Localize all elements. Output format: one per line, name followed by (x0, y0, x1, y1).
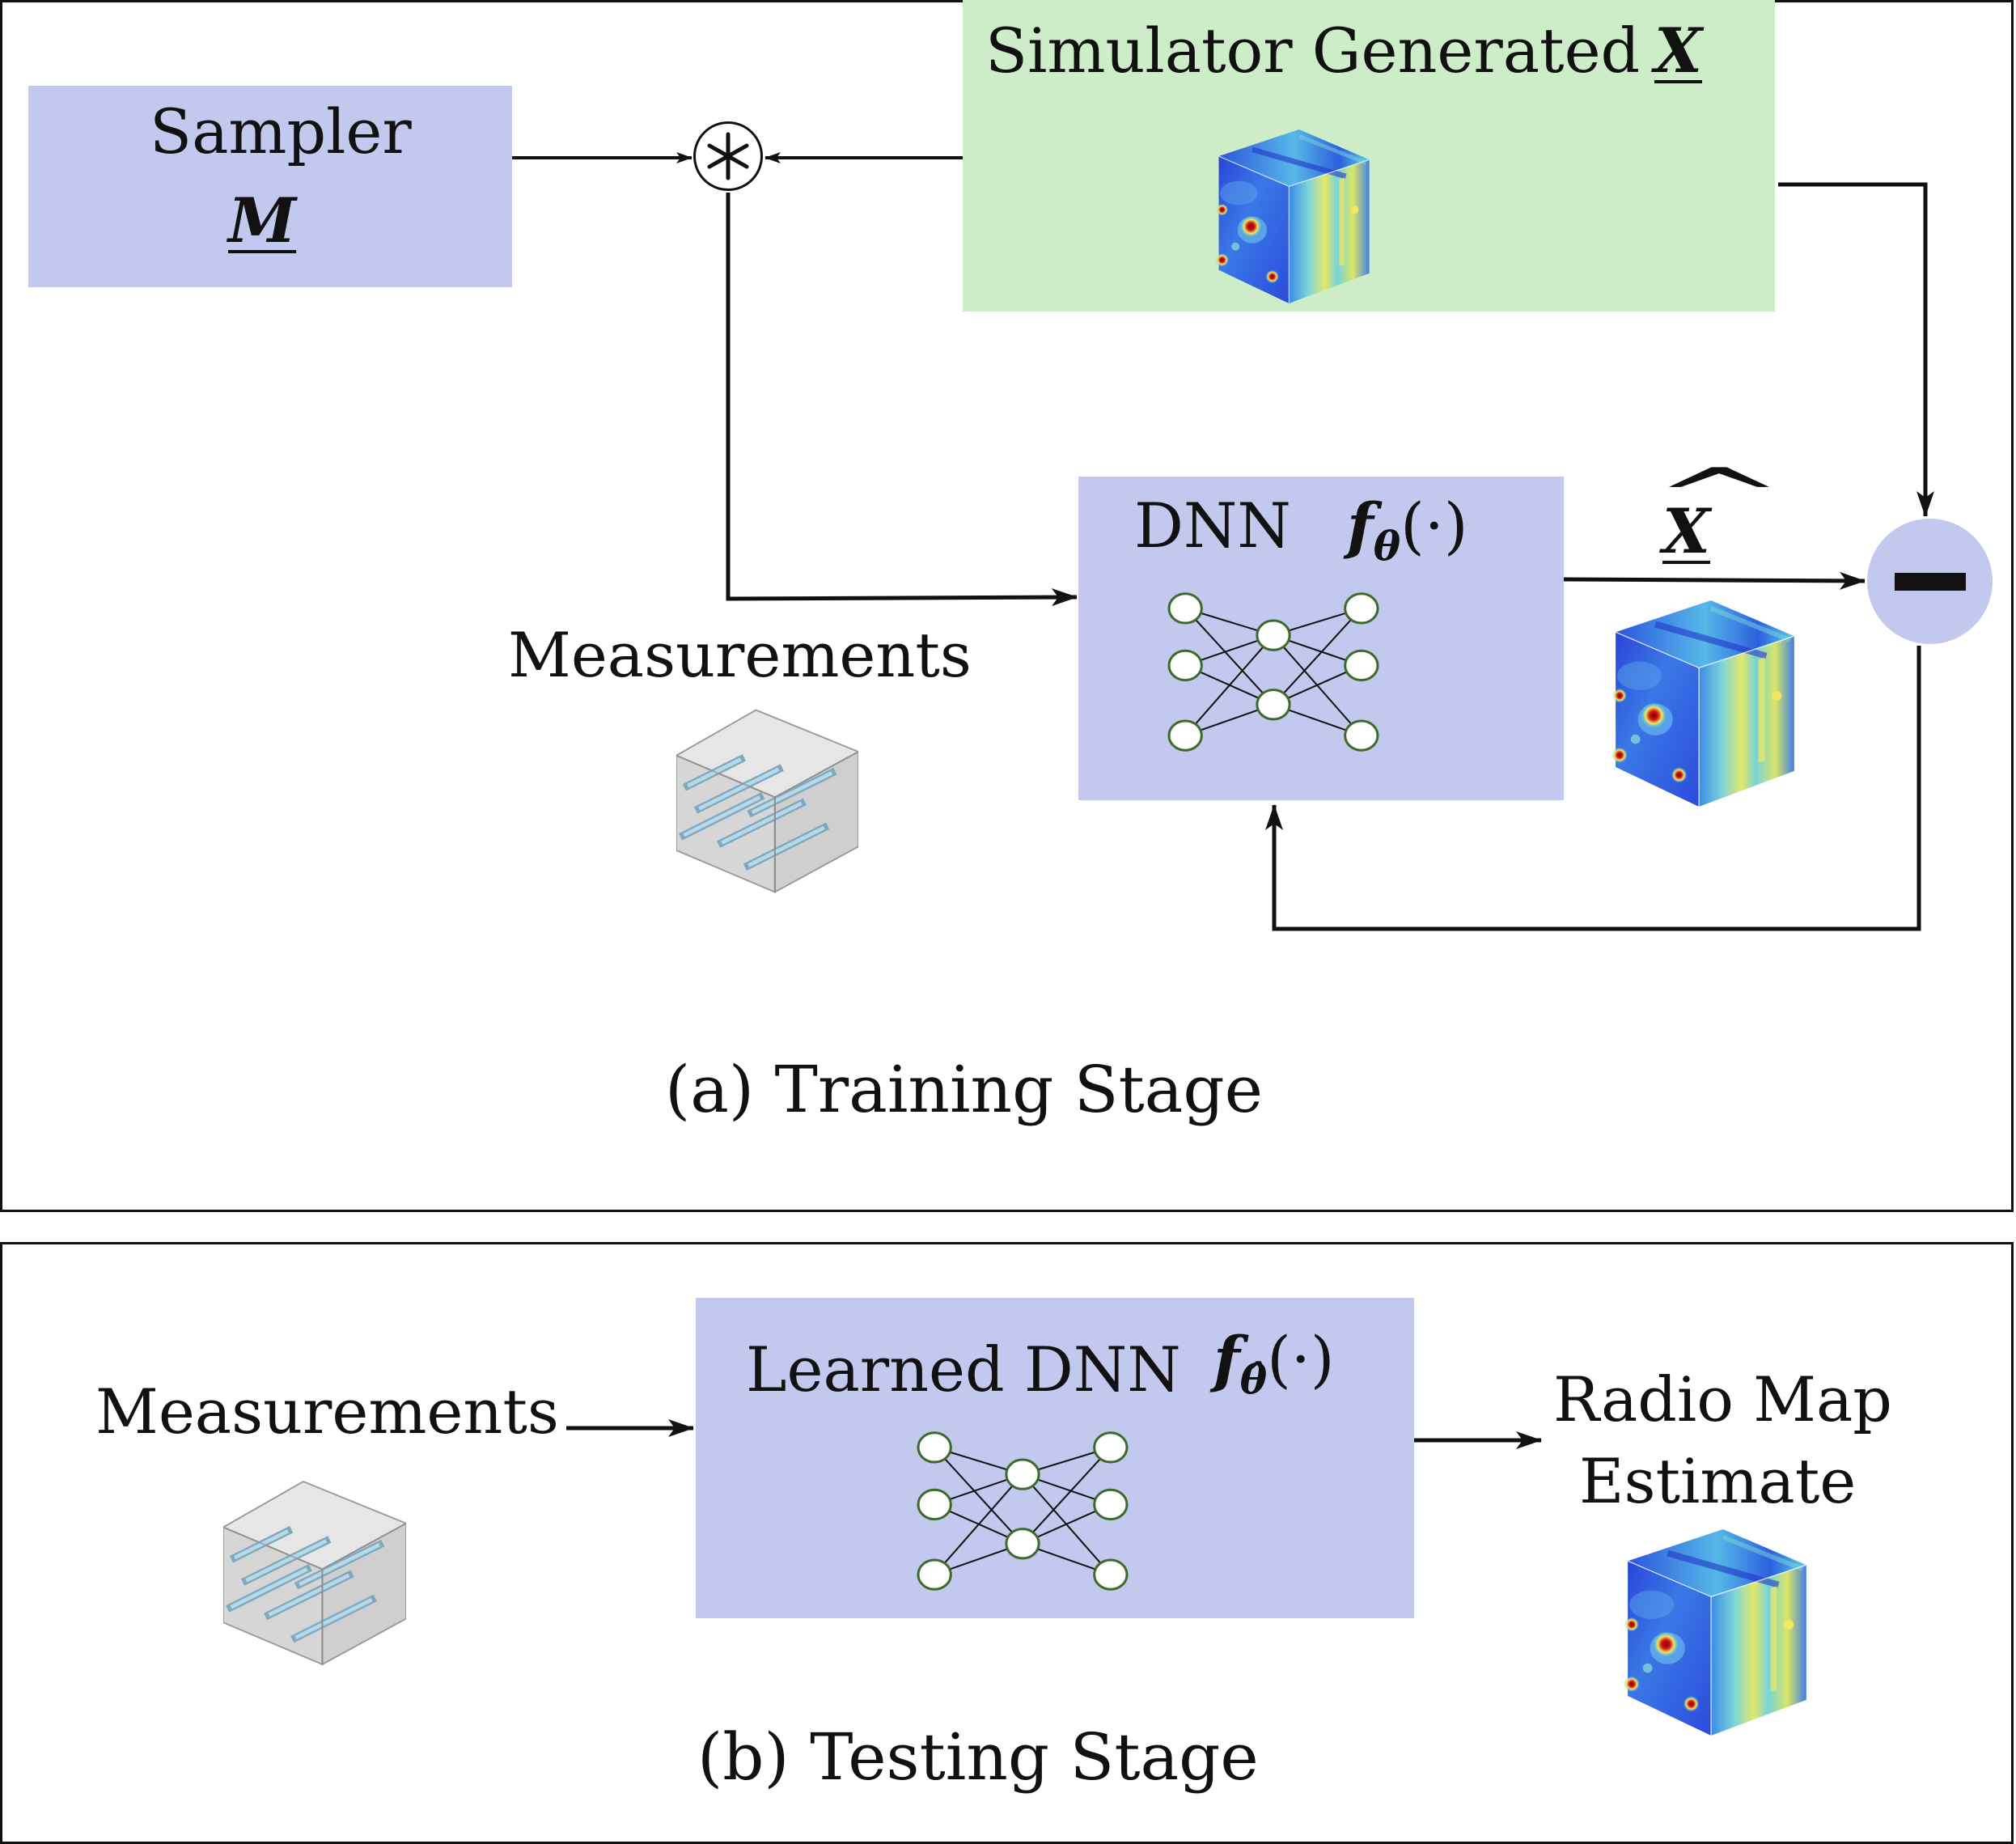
output-label-line1: Radio Map (1553, 1363, 1892, 1435)
learned-dnn-label: Learned DNN (746, 1333, 1181, 1405)
training-caption: (a) Training Stage (665, 1052, 1263, 1127)
testing-stage-panel (0, 1242, 2014, 1844)
simulator-label: Simulator Generated (985, 15, 1641, 87)
learned-func-symbol: f (1213, 1323, 1240, 1395)
testing-measurements-label: Measurements (95, 1376, 559, 1448)
estimate-symbol: X (1662, 495, 1710, 567)
minus-bar (1895, 573, 1966, 591)
dnn-func-symbol: f (1347, 490, 1374, 562)
simulator-symbol: X (1654, 15, 1702, 87)
dnn-label: DNN (1134, 490, 1291, 562)
dnn-to-subtract-arrow (1563, 571, 1866, 590)
estimate-accent: ^ (1652, 453, 1786, 538)
learned-func-arg: (·) (1267, 1323, 1335, 1395)
learned-dnn-function: fθ̂(·) (1213, 1323, 1335, 1403)
sampler-block (28, 86, 512, 287)
sampler-symbol: M (228, 184, 297, 256)
simulator-to-subtract-arrow (1778, 182, 1934, 517)
dnn-func-arg: (·) (1400, 490, 1468, 562)
sampler-label: Sampler (150, 95, 412, 167)
dnn-block (1078, 477, 1564, 800)
dnn-func-subscript: θ (1373, 522, 1401, 570)
training-measurements-label: Measurements (508, 619, 972, 691)
asterisk-glyph-icon (707, 132, 749, 180)
testing-caption: (b) Testing Stage (697, 1719, 1259, 1795)
dnn-function: fθ(·) (1347, 490, 1468, 570)
training-connectors (512, 152, 1934, 931)
learned-dnn-block (696, 1298, 1414, 1618)
measurements-to-dnn-arrow (726, 193, 1078, 607)
output-label-line2: Estimate (1579, 1445, 1857, 1517)
loss-feedback-arrow (1265, 646, 1921, 931)
learned-func-subscript: θ̂ (1239, 1355, 1268, 1404)
